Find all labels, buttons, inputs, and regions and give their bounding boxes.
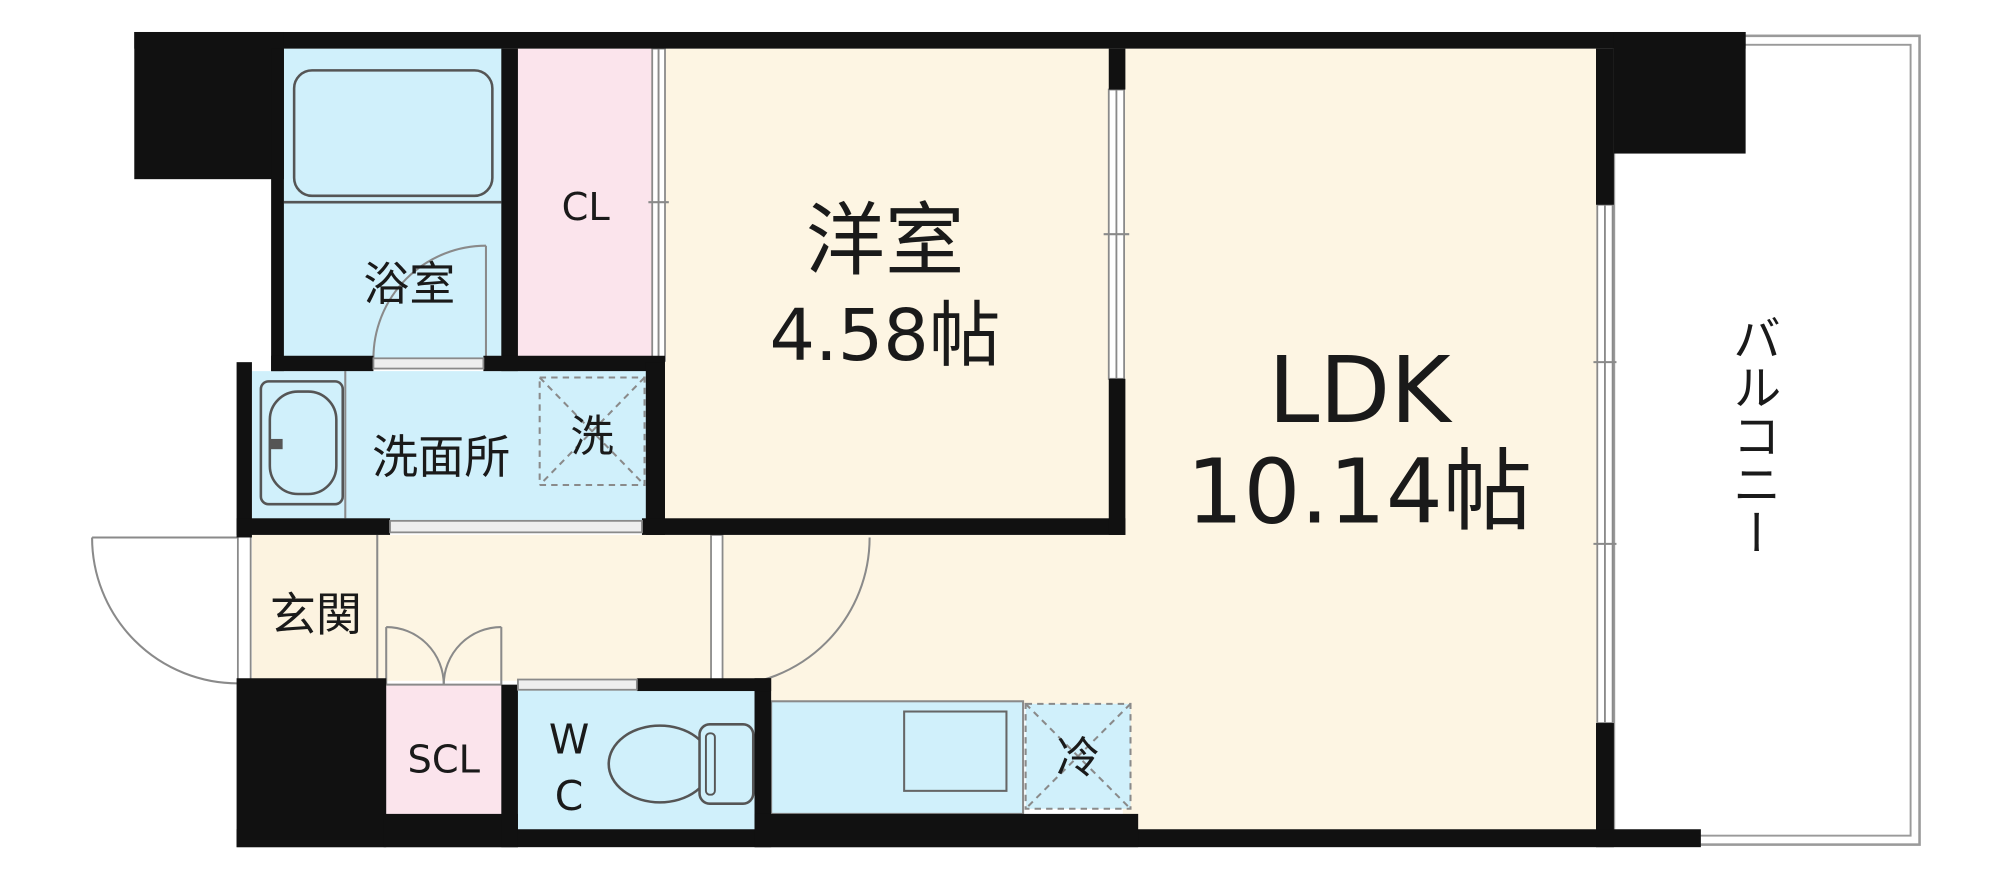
wall-bathroom-closet	[501, 48, 518, 372]
wall-washroom-right	[645, 362, 665, 535]
shoe-closet-door-right-swing	[442, 626, 502, 685]
walls	[134, 31, 1746, 848]
wall-bathroom-left	[271, 48, 284, 372]
toilet-label-top: W	[549, 716, 589, 764]
wall-block-top-left	[134, 31, 284, 180]
washroom-floor	[251, 371, 653, 521]
balcony-label: バルコニー	[1724, 314, 1780, 557]
ldk-kitchen-extension-floor	[718, 534, 1128, 704]
fridge-space-label: 冷	[1056, 734, 1099, 784]
door-openings	[372, 357, 643, 691]
shoe-closet-floor	[386, 684, 502, 816]
washroom-label: 洗面所	[372, 430, 510, 484]
shoe-closet-label: SCL	[408, 738, 481, 783]
refrigerator-space	[1024, 702, 1132, 810]
washer-pan-cross-b	[538, 376, 646, 486]
bathtub-icon	[292, 69, 494, 198]
wall-right-lower	[1596, 723, 1614, 848]
entrance-door-swing	[91, 537, 238, 685]
closet-label: CL	[562, 185, 611, 230]
ldk-floor	[1122, 48, 1599, 832]
bathroom-floor	[281, 48, 504, 361]
wall-top	[134, 31, 1746, 49]
window-pane-outer	[1596, 203, 1606, 724]
wall-room-divider-bottom	[1108, 378, 1126, 535]
wall-western-room-bottom	[665, 518, 1126, 535]
wall-toilet-top	[636, 678, 772, 692]
entrance-label: 玄関	[270, 587, 362, 641]
toilet-sliding-door	[517, 678, 638, 691]
bathroom-label: 浴室	[363, 257, 455, 311]
washbasin-icon	[259, 380, 345, 506]
washer-pan-outline	[538, 376, 646, 487]
bathroom-door-swing	[372, 244, 486, 359]
wall-block-top-right	[1613, 31, 1746, 154]
kitchen-counter	[770, 700, 1025, 815]
wall-bathroom-bottom-left	[271, 355, 374, 372]
shoe-closet-door-left-swing	[386, 626, 445, 685]
closet-sliding-door-a	[651, 47, 660, 362]
ldk-label: LDK	[1268, 337, 1453, 444]
kitchen-sink-icon	[903, 710, 1008, 792]
washer-space-label: 洗	[570, 413, 613, 463]
wall-shoe-closet-bottom	[383, 813, 518, 848]
room-floors	[251, 48, 1599, 832]
western-room-floor	[665, 48, 1112, 523]
toilet-tank-lever	[704, 732, 716, 796]
closet-floor	[517, 48, 655, 361]
toilet-label-bottom: C	[555, 772, 584, 820]
faucet-icon	[269, 438, 283, 450]
western-room-size: 4.58帖	[769, 294, 1000, 377]
wall-block-bottom-left	[236, 678, 387, 848]
wall-washroom-bottom-left	[236, 518, 391, 535]
washroom-sliding-door	[389, 519, 643, 534]
balcony	[1612, 34, 1921, 846]
closet-sliding-door-b	[657, 47, 666, 362]
entrance-door-frame	[236, 534, 252, 682]
wall-washroom-left	[236, 362, 252, 538]
fridge-cross-b	[1024, 703, 1132, 810]
fixtures	[259, 69, 1132, 815]
window-pane-inner	[1604, 203, 1614, 724]
bathroom-door-opening	[372, 357, 485, 370]
wall-kitchen-bottom	[754, 813, 1139, 848]
room-labels: 浴室 CL 洋室 4.58帖 LDK 10.14帖 洗面所 洗 玄関 SCL W…	[270, 185, 1780, 820]
wall-shoe-closet-toilet	[501, 684, 518, 848]
entrance-floor	[251, 534, 378, 679]
wall-right-upper	[1596, 48, 1614, 205]
wall-toilet-right	[754, 678, 772, 848]
ldk-size: 10.14帖	[1187, 441, 1533, 545]
western-room-label: 洋室	[806, 194, 965, 287]
washing-machine-space	[538, 376, 646, 487]
wall-room-divider-top	[1108, 48, 1126, 90]
toilet-tank-icon	[698, 723, 755, 805]
wall-bathroom-bottom-right	[483, 355, 665, 372]
balcony-inner-rail	[1612, 43, 1912, 837]
wall-washroom-bottom-right	[641, 518, 665, 535]
ldk-door-frame	[710, 534, 724, 682]
balcony-outer-rail	[1612, 34, 1921, 846]
